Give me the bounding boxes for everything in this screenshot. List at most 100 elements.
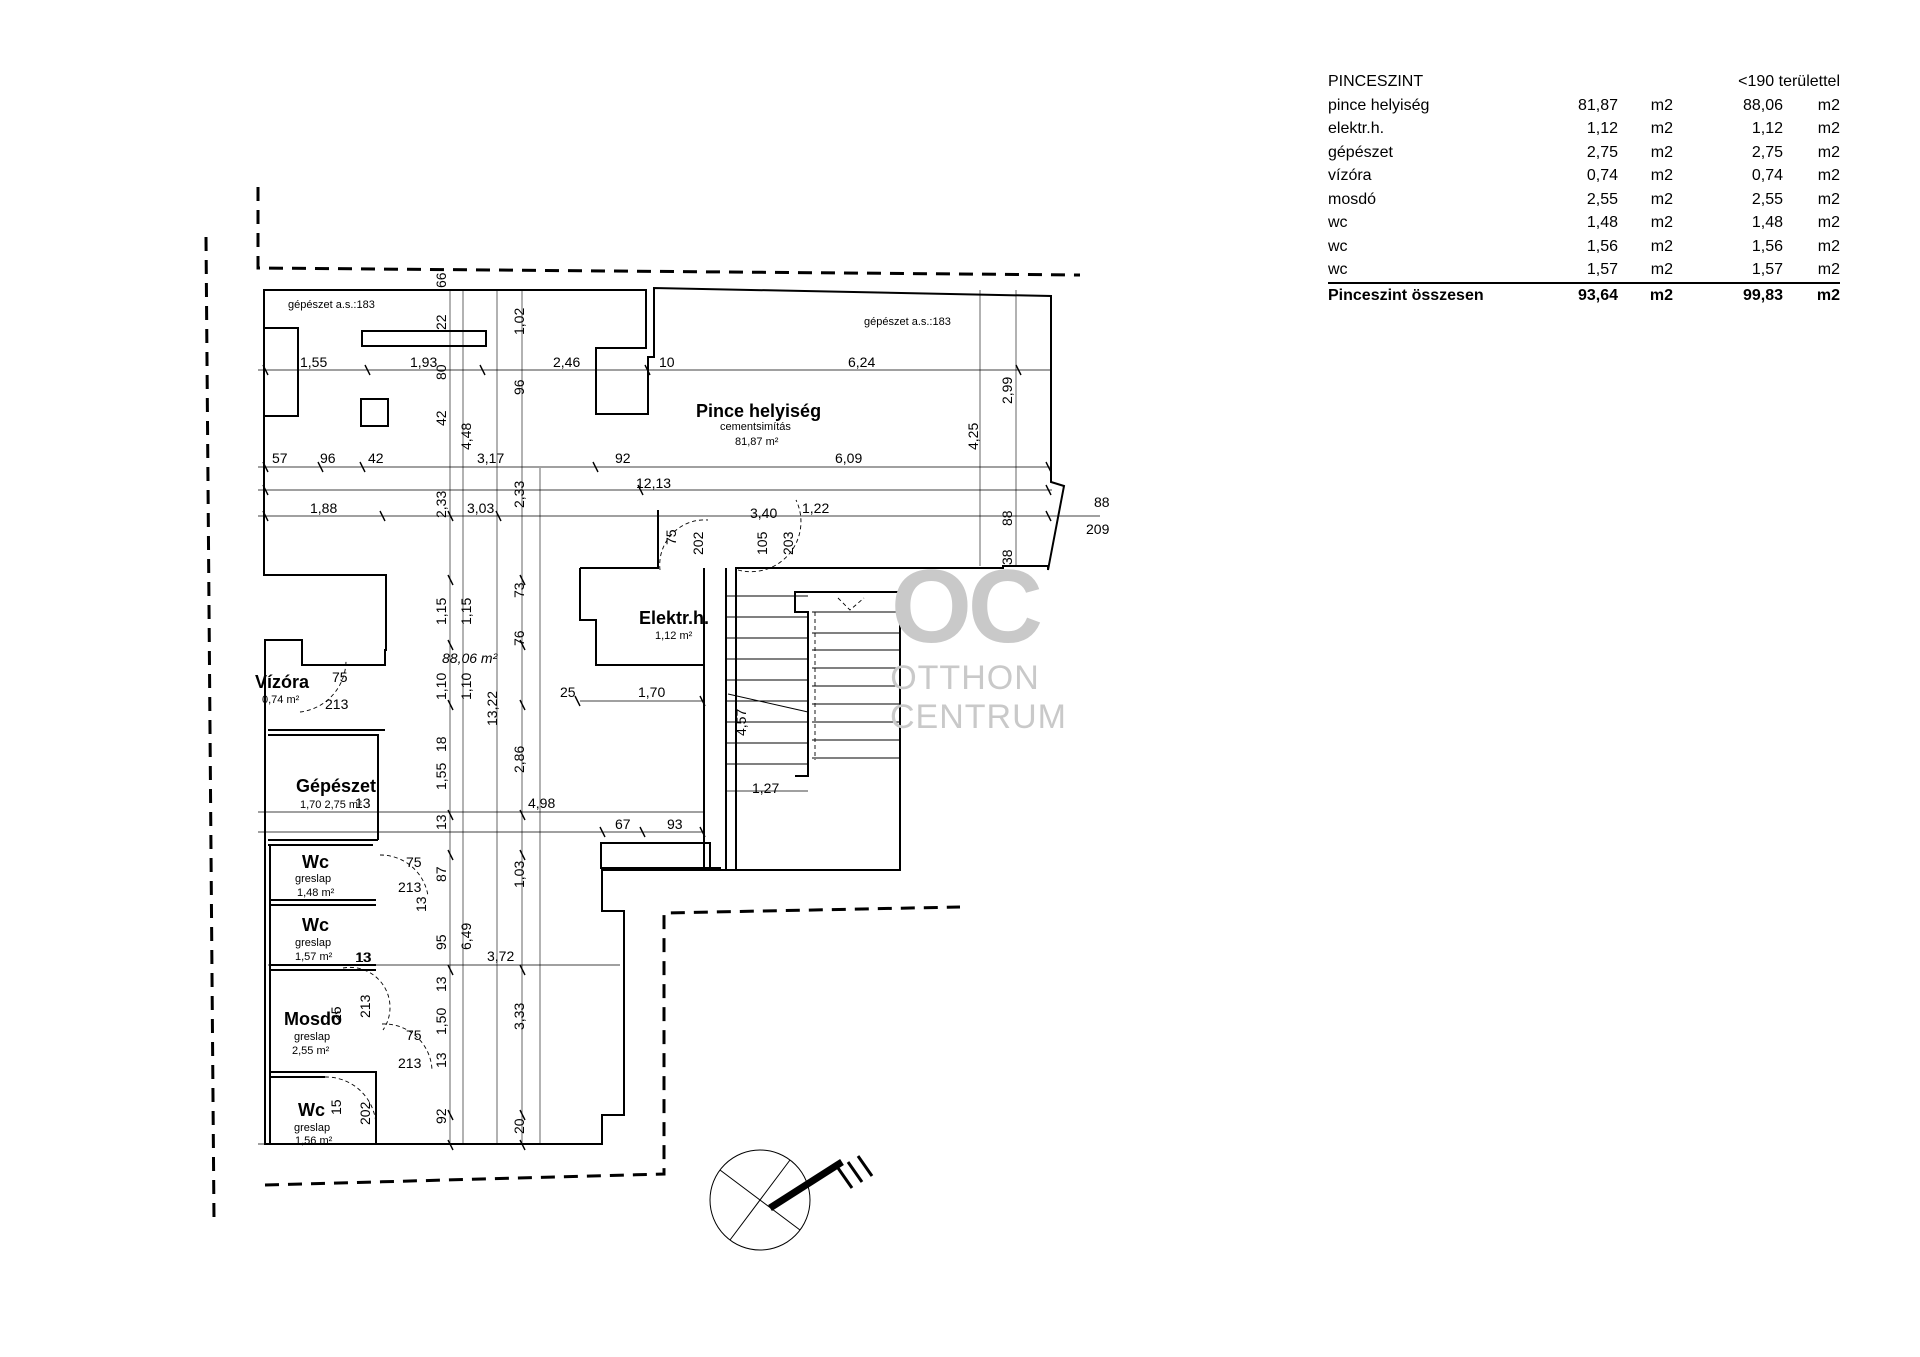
row-name: wc bbox=[1328, 261, 1348, 278]
row-area-alt: 1,12 bbox=[1751, 120, 1783, 137]
dim-label: 3,72 bbox=[487, 948, 514, 964]
row-name: pince helyiség bbox=[1328, 96, 1430, 114]
dim-label: 4,98 bbox=[528, 795, 555, 811]
row-area: 0,74 bbox=[1586, 167, 1618, 184]
row-area-alt: 1,57 bbox=[1751, 261, 1783, 278]
row-area-alt: 2,55 bbox=[1751, 190, 1783, 208]
note-gepeszet-right: gépészet a.s.:183 bbox=[864, 316, 951, 328]
dim-label: 3,40 bbox=[750, 505, 777, 521]
dim-label: 75 bbox=[332, 669, 348, 685]
dim-label: 6,09 bbox=[835, 450, 862, 466]
room-gepeszet-area: 1,70 2,75 m² bbox=[300, 799, 362, 811]
row-name: elektr.h. bbox=[1328, 120, 1385, 137]
row-area: 1,56 bbox=[1586, 237, 1618, 255]
dim-label: 88 bbox=[1094, 494, 1110, 510]
row-unit: m2 bbox=[1650, 120, 1673, 137]
row-unit-alt: m2 bbox=[1817, 143, 1840, 161]
room-wc1-area: 1,48 m² bbox=[297, 887, 335, 899]
dim-label: 92 bbox=[615, 450, 631, 466]
row-unit: m2 bbox=[1650, 261, 1673, 278]
dim-label: 13 bbox=[433, 976, 449, 992]
dim-label: 13 bbox=[433, 1052, 449, 1068]
basement-walls bbox=[263, 286, 1066, 1145]
dim-label: 42 bbox=[433, 410, 449, 426]
row-unit: m2 bbox=[1650, 190, 1673, 208]
dim-label: 67 bbox=[615, 816, 631, 832]
row-unit: m2 bbox=[1650, 143, 1673, 161]
row-unit-alt: m2 bbox=[1817, 190, 1840, 208]
dim-label: 203 bbox=[780, 531, 796, 555]
dim-label: 1,70 bbox=[638, 684, 665, 700]
dim-label: 209 bbox=[1086, 521, 1110, 537]
dim-label: 1,10 bbox=[433, 673, 449, 700]
dim-label: 96 bbox=[511, 379, 527, 395]
dim-label: 2,33 bbox=[433, 491, 449, 518]
dim-label: 10 bbox=[659, 354, 675, 370]
table-heading-row: PINCESZINT <190 területtel bbox=[1328, 70, 1840, 94]
total-area-alt: 99,83 bbox=[1673, 281, 1783, 307]
dim-label: 96 bbox=[320, 450, 336, 466]
table-heading: PINCESZINT bbox=[1328, 73, 1424, 90]
room-mosdo-name: Mosdó bbox=[284, 1009, 342, 1029]
dim-label: 92 bbox=[433, 1108, 449, 1124]
room-mosdo-finish: greslap bbox=[294, 1031, 330, 1043]
dim-label: 20 bbox=[511, 1118, 527, 1134]
dim-label: 18 bbox=[433, 736, 449, 752]
dim-label: 13 bbox=[433, 814, 449, 830]
dim-label: 4,57 bbox=[733, 709, 749, 736]
room-vizora-name: Vízóra bbox=[255, 672, 310, 692]
watermark-line2: CENTRUM bbox=[890, 698, 1067, 737]
dim-label: 22 bbox=[433, 314, 449, 330]
table-row: wc 1,48 m2 1,48 m2 bbox=[1328, 211, 1840, 235]
note-gepeszet-left: gépészet a.s.:183 bbox=[288, 299, 375, 311]
dim-label: 13 bbox=[355, 949, 371, 965]
room-pince-area: 81,87 m² bbox=[735, 436, 779, 448]
dim-label: 13 bbox=[356, 949, 372, 965]
total-unit: m2 bbox=[1618, 281, 1673, 307]
row-unit: m2 bbox=[1650, 237, 1673, 255]
dim-label: 1,88 bbox=[310, 500, 337, 516]
table-heading-right: <190 területtel bbox=[1738, 73, 1840, 90]
room-elektr-area: 1,12 m² bbox=[655, 630, 693, 642]
dim-label: 88 bbox=[999, 510, 1015, 526]
total-area: 93,64 bbox=[1538, 281, 1618, 307]
table-row: pince helyiség 81,87 m2 88,06 m2 bbox=[1328, 94, 1840, 118]
room-pince-finish: cementsimítás bbox=[720, 421, 791, 433]
room-wc3-finish: greslap bbox=[294, 1122, 330, 1134]
dim-label: 2,46 bbox=[553, 354, 580, 370]
dim-label: 42 bbox=[368, 450, 384, 466]
dim-label: 80 bbox=[433, 364, 449, 380]
row-unit-alt: m2 bbox=[1817, 261, 1840, 278]
staircase bbox=[726, 595, 900, 765]
room-wc2-finish: greslap bbox=[295, 937, 331, 949]
room-gepeszet-name: Gépészet bbox=[296, 776, 376, 796]
table-row: mosdó 2,55 m2 2,55 m2 bbox=[1328, 188, 1840, 212]
dim-label: 3,17 bbox=[477, 450, 504, 466]
row-area: 2,75 bbox=[1586, 143, 1618, 161]
row-area-alt: 1,56 bbox=[1751, 237, 1783, 255]
row-unit-alt: m2 bbox=[1817, 237, 1840, 255]
dim-label: 202 bbox=[357, 1101, 373, 1125]
row-area: 1,57 bbox=[1586, 261, 1618, 278]
dim-label: 213 bbox=[398, 1055, 422, 1071]
row-name: mosdó bbox=[1328, 190, 1377, 208]
room-wc1-name: Wc bbox=[302, 852, 329, 872]
room-vizora-area: 0,74 m² bbox=[262, 694, 300, 706]
row-unit-alt: m2 bbox=[1817, 120, 1840, 137]
row-unit-alt: m2 bbox=[1817, 167, 1840, 184]
area-summary-table: PINCESZINT <190 területtel pince helyisé… bbox=[1328, 70, 1840, 307]
table-total-row: Pinceszint összesen 93,64 m2 99,83 m2 bbox=[1328, 281, 1840, 307]
dim-label: 13 bbox=[413, 896, 429, 912]
row-name: wc bbox=[1328, 237, 1348, 255]
dim-label: 1,15 bbox=[458, 598, 474, 625]
table-row: wc 1,57 m2 1,57 m2 bbox=[1328, 258, 1840, 283]
row-unit: m2 bbox=[1650, 214, 1673, 231]
dim-label: 213 bbox=[357, 994, 373, 1018]
dim-label: 1,93 bbox=[410, 354, 437, 370]
row-area-alt: 1,48 bbox=[1751, 214, 1783, 231]
row-area: 81,87 bbox=[1577, 96, 1618, 114]
dim-label: 95 bbox=[433, 934, 449, 950]
door-swings bbox=[299, 499, 802, 1126]
dim-label: 3,33 bbox=[511, 1003, 527, 1030]
